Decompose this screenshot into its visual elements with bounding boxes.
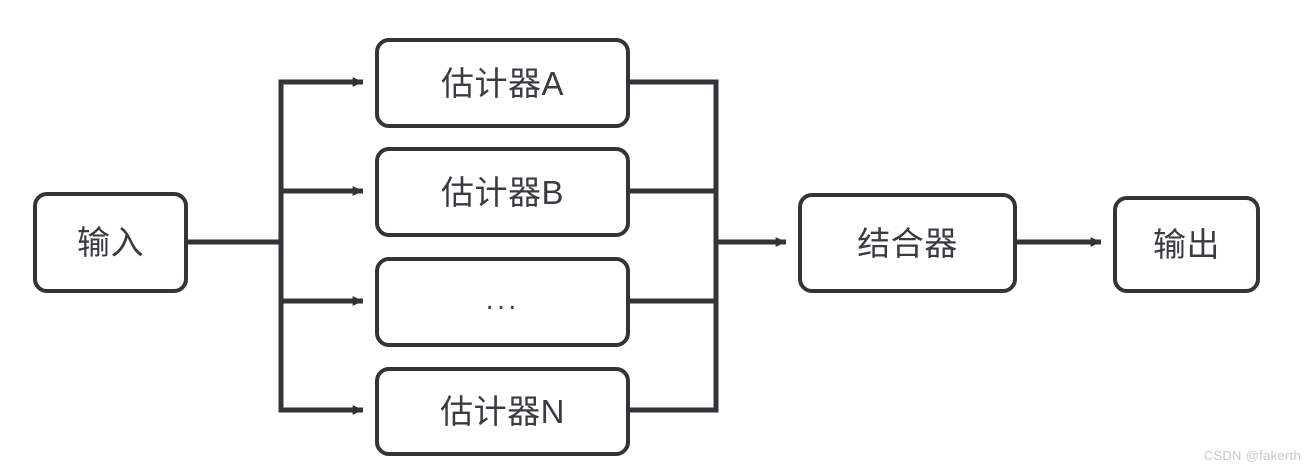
node-combiner[interactable]: 结合器 (798, 193, 1017, 293)
node-input-label: 输入 (77, 224, 144, 261)
node-output-label: 输出 (1153, 226, 1220, 263)
node-estimator-a[interactable]: 估计器A (375, 38, 630, 128)
node-estimator-n[interactable]: 估计器N (375, 367, 630, 456)
node-estimator-a-label: 估计器A (440, 64, 564, 102)
node-estimator-more-label: ... (485, 283, 520, 316)
watermark-text: CSDN @fakerth (1203, 448, 1301, 463)
node-input[interactable]: 输入 (33, 192, 188, 293)
node-estimator-b-label: 估计器B (440, 173, 564, 211)
node-estimator-b[interactable]: 估计器B (375, 147, 630, 237)
node-combiner-label: 结合器 (857, 224, 958, 262)
node-estimator-n-label: 估计器N (440, 393, 565, 430)
node-output[interactable]: 输出 (1113, 196, 1260, 293)
node-estimator-more[interactable]: ... (375, 257, 630, 347)
